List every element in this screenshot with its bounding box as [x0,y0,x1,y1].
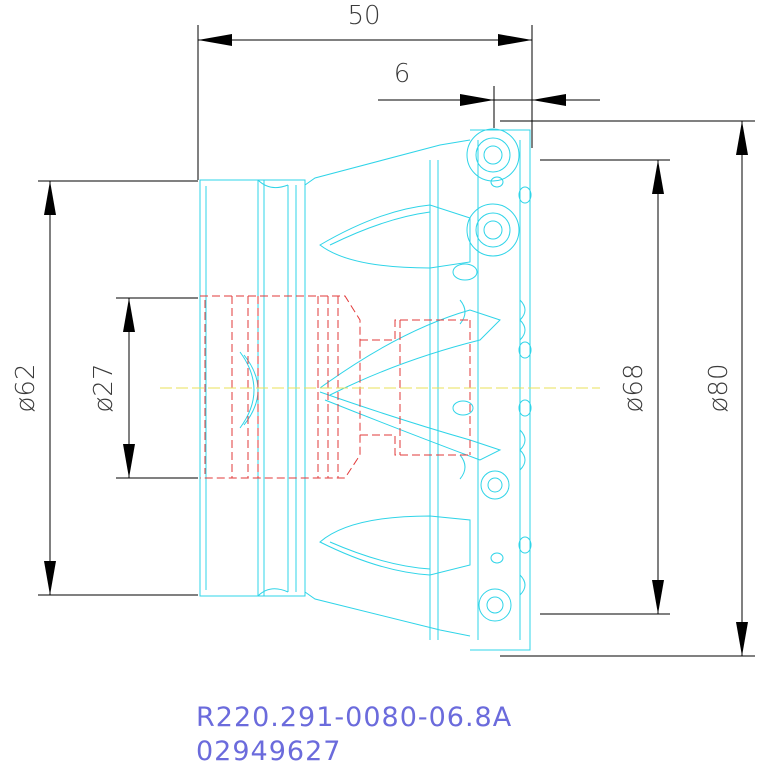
item-code: 02949627 [196,736,341,767]
cutter-body [199,128,532,651]
dim-dia-body: ø62 [11,364,41,413]
dim-length-total: 50 [347,1,380,31]
dim-length-small: 6 [394,59,411,89]
dim-dia-inner: ø68 [619,364,649,413]
dimension-lines [38,25,755,657]
dim-dia-outer: ø80 [704,364,734,413]
dim-dia-bore: ø27 [89,364,119,413]
part-number: R220.291-0080-06.8A [196,702,512,733]
